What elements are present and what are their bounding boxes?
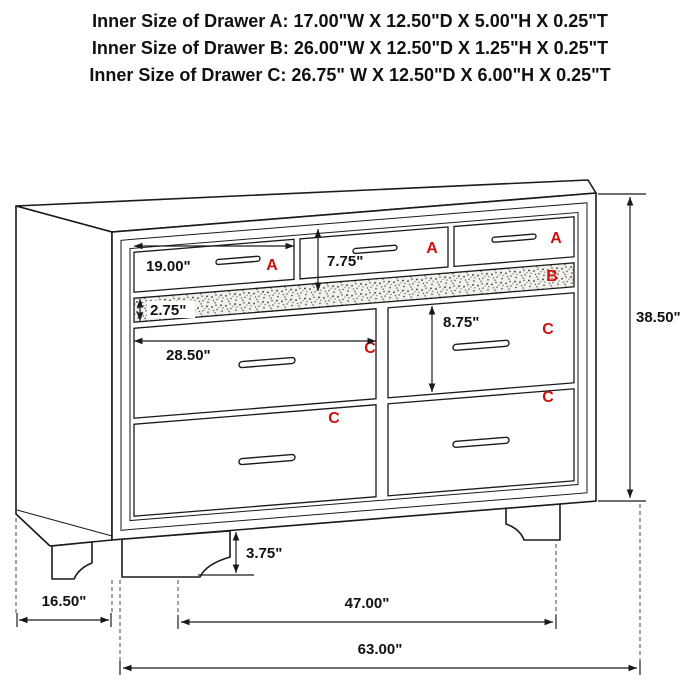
dim-drawer-a-height: 7.75" <box>314 229 363 291</box>
dim-overall-height: 38.50" <box>598 193 681 502</box>
dim-base-height-value: 3.75" <box>246 545 282 562</box>
drawer-letters: A A A B C C C C <box>266 230 562 427</box>
side-base-rail-line <box>16 509 113 537</box>
dresser-side-panel <box>15 205 113 547</box>
drawer-a-3-handle <box>491 233 537 243</box>
dim-base-height: 3.75" <box>198 532 282 576</box>
title-line-drawer-a: Inner Size of Drawer A: 17.00"W X 12.50"… <box>92 11 608 31</box>
dim-drawer-c-width-value: 28.50" <box>166 347 211 364</box>
label-drawer-b: B <box>546 268 558 285</box>
label-drawer-c-right-1: C <box>542 321 554 338</box>
drawer-a-2-handle <box>352 244 398 255</box>
dim-drawer-c-width: 28.50" <box>134 337 376 364</box>
dim-drawer-c-height: 8.75" <box>428 306 479 392</box>
label-drawer-a-2: A <box>426 240 438 257</box>
title-line-drawer-b: Inner Size of Drawer B: 26.00"W X 12.50"… <box>92 38 608 58</box>
dim-drawer-b-height-backing <box>147 301 195 318</box>
dim-between-legs-value: 47.00" <box>345 595 390 612</box>
label-drawer-c-left-2: C <box>328 410 340 427</box>
back-left-foot <box>51 541 93 580</box>
drawer-c-left-1-handle <box>238 356 296 369</box>
drawer-opening-frame <box>129 211 579 522</box>
dim-drawer-a-width: 19.00" <box>134 242 294 275</box>
dim-drawer-a-width-value: 19.00" <box>146 258 191 275</box>
drawer-a-1-handle <box>215 255 261 266</box>
header: Inner Size of Drawer A: 17.00"W X 12.50"… <box>89 11 610 85</box>
front-face <box>111 192 597 541</box>
drawer-a-2 <box>299 226 449 280</box>
drawer-c-right-2-handle <box>452 436 510 449</box>
front-left-foot <box>121 530 231 578</box>
dim-drawer-b-height: 2.75" <box>136 299 195 321</box>
title-line-drawer-c: Inner Size of Drawer C: 26.75" W X 12.50… <box>89 65 610 85</box>
label-drawer-c-right-2: C <box>542 389 554 406</box>
dim-depth-value: 16.50" <box>42 593 87 610</box>
dimensions: 19.00" 7.75" 2.75" 28.50" 8.75" 38 <box>15 193 681 675</box>
drawer-b-sparkle-strip <box>133 262 575 323</box>
drawer-c-right-1-handle <box>452 339 510 352</box>
dim-drawer-b-height-value: 2.75" <box>150 302 186 319</box>
label-drawer-a-3: A <box>550 230 562 247</box>
dresser-drawing <box>15 179 597 580</box>
label-drawer-c-left-1: C <box>364 340 376 357</box>
dim-overall-width-value: 63.00" <box>358 641 403 658</box>
dim-depth: 16.50" <box>15 518 113 627</box>
dim-drawer-c-height-value: 8.75" <box>443 314 479 331</box>
label-drawer-a-1: A <box>266 257 278 274</box>
front-right-foot <box>505 503 561 541</box>
dim-drawer-a-height-value: 7.75" <box>327 253 363 270</box>
dim-between-legs: 47.00" <box>177 544 557 629</box>
drawer-c-left-2-handle <box>238 453 296 466</box>
front-face-frame <box>120 202 588 531</box>
dim-overall-width: 63.00" <box>119 504 641 675</box>
dim-overall-height-value: 38.50" <box>636 309 681 326</box>
drawer-a-3 <box>453 216 575 268</box>
